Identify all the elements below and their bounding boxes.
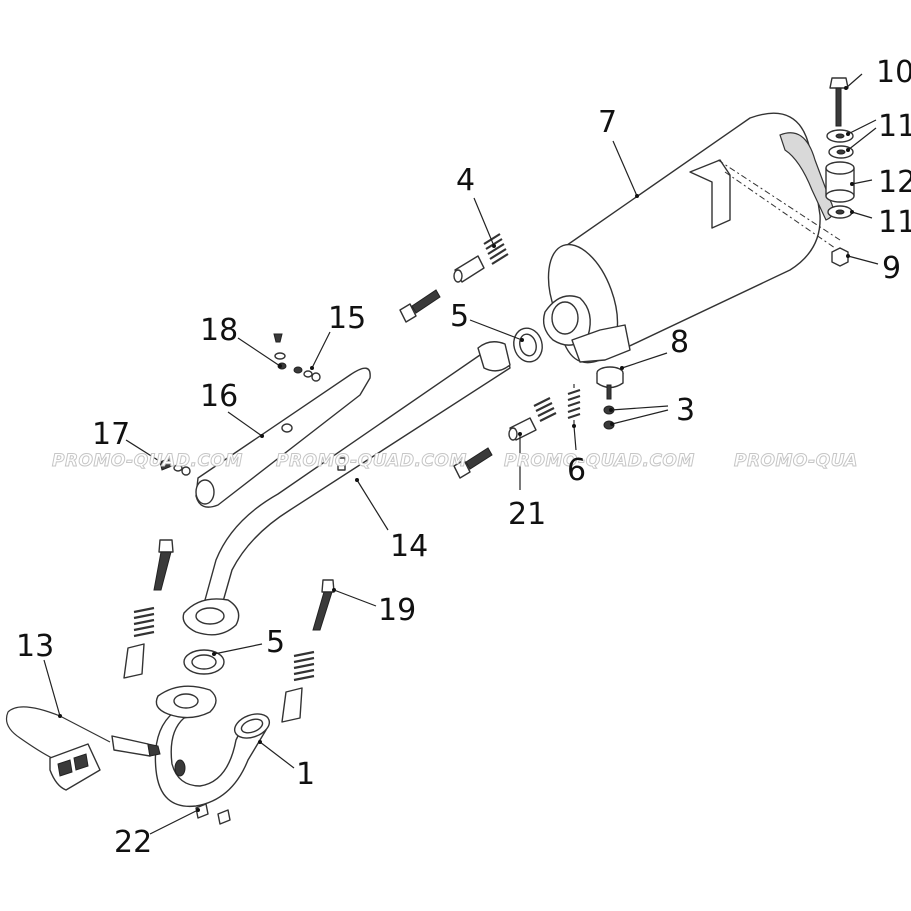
nut-part-9: [831, 247, 849, 267]
rubber-mount-part-8: [596, 366, 624, 400]
callout-6: 6: [567, 453, 586, 488]
callout-17: 17: [92, 417, 130, 452]
bolt-part-19: [312, 579, 335, 631]
gasket-part-5-upper: [513, 327, 543, 363]
muffler-part-7: [542, 112, 834, 364]
callout-5-lower: 5: [266, 625, 285, 660]
bolt-left-lower: [153, 539, 174, 591]
callout-7: 7: [598, 105, 617, 140]
nut-part-3: [603, 405, 615, 430]
bolt-middle: [453, 447, 493, 479]
callout-11-lower: 11: [878, 205, 911, 240]
spring-part-4: [453, 233, 509, 283]
mid-pipe-part-14: [182, 341, 511, 636]
callout-16: 16: [200, 379, 238, 414]
callout-10: 10: [876, 55, 911, 90]
bushing-spring-part-21: [508, 397, 557, 441]
callout-11-upper: 11: [878, 109, 911, 144]
alignment-line-2: [724, 171, 836, 249]
callout-18: 18: [200, 313, 238, 348]
o2-sensor-part-13: [5, 706, 161, 791]
callout-21: 21: [508, 497, 546, 532]
spring-left-lower: [123, 606, 155, 679]
callout-labels: 10 11 12 11 9 7 8 3 4 5 6 21 14 15 18 16…: [16, 55, 911, 860]
callout-1: 1: [296, 757, 315, 792]
watermark-text-4: PROMO-QUA: [734, 451, 858, 471]
callout-9: 9: [882, 251, 901, 286]
spring-part-6: [567, 384, 581, 426]
callout-5-upper: 5: [450, 299, 469, 334]
spring-right-lower: [281, 650, 315, 723]
screw-washer-part-15: [293, 366, 321, 382]
washer-part-11-lower: [827, 205, 853, 219]
callout-14: 14: [390, 529, 428, 564]
clip-part-22: [195, 803, 231, 825]
callout-13: 13: [16, 629, 54, 664]
alignment-line: [717, 159, 841, 241]
bolt-upper: [399, 289, 441, 323]
watermark-row: PROMO-QUAD.COM PROMO-QUAD.COM PROMO-QUAD…: [52, 451, 858, 472]
heat-shield-part-16: [195, 367, 371, 508]
callout-19: 19: [378, 593, 416, 628]
callout-8: 8: [670, 325, 689, 360]
watermark-text-2: PROMO-QUAD.COM: [276, 451, 467, 471]
callout-12: 12: [878, 165, 911, 200]
leader-dots: [58, 86, 854, 812]
grommet-part-12: [825, 161, 855, 203]
watermark-text-1: PROMO-QUAD.COM: [52, 451, 243, 471]
callout-4: 4: [456, 163, 475, 198]
watermark-text-3: PROMO-QUAD.COM: [504, 451, 695, 471]
callout-3: 3: [676, 393, 695, 428]
callout-22: 22: [114, 825, 152, 860]
header-pipe-part-1: [154, 685, 271, 808]
callout-15: 15: [328, 301, 366, 336]
bolt-part-10: [829, 77, 849, 127]
leader-lines: [43, 73, 879, 835]
